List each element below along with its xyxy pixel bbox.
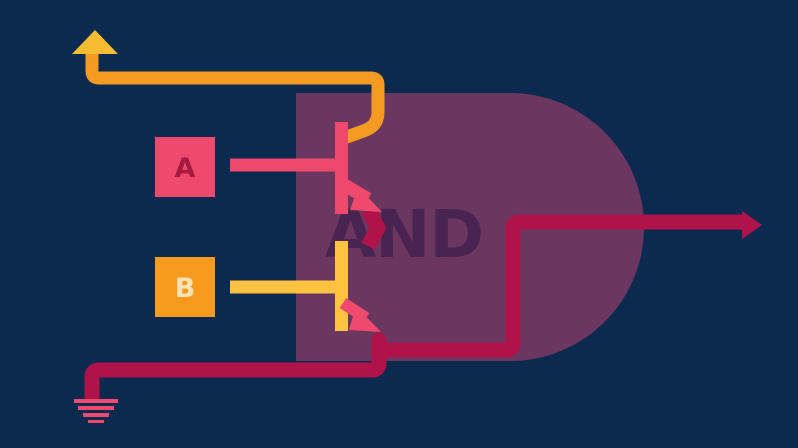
ground-icon bbox=[74, 399, 118, 423]
output-arrow-icon bbox=[742, 211, 762, 239]
and-gate-body bbox=[296, 93, 644, 361]
input-a-box: A bbox=[155, 137, 215, 197]
gate-label: AND bbox=[325, 196, 483, 273]
transistor-a bbox=[335, 122, 382, 214]
input-b-label: B bbox=[175, 273, 196, 304]
power-wire bbox=[85, 54, 385, 145]
input-b-box: B bbox=[155, 257, 215, 317]
output-wire bbox=[84, 214, 745, 400]
internal-link-wire bbox=[361, 206, 386, 250]
power-supply-icon bbox=[72, 30, 118, 54]
input-a-label: A bbox=[175, 153, 196, 184]
transistor-b bbox=[335, 241, 381, 332]
